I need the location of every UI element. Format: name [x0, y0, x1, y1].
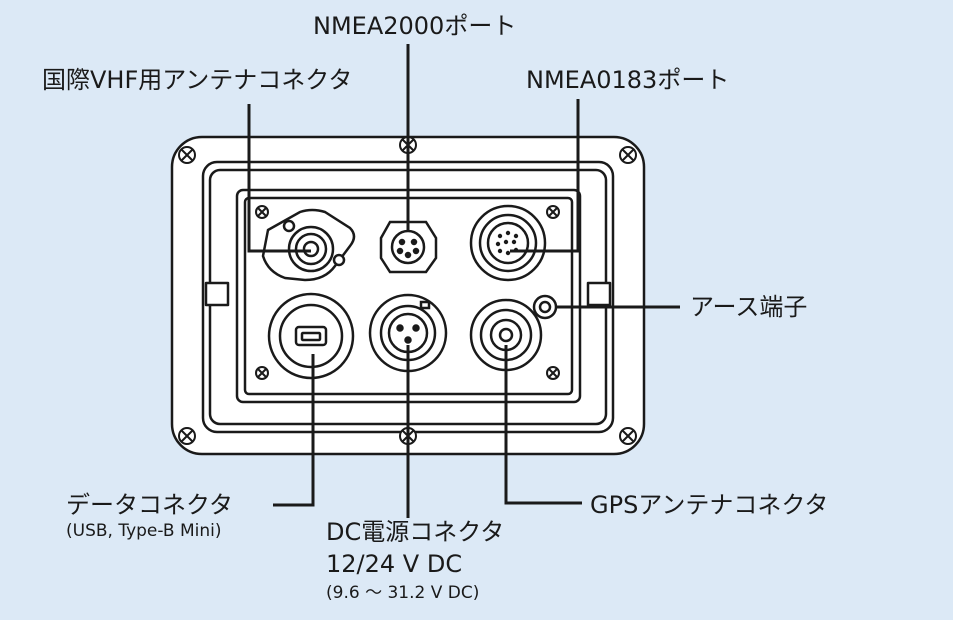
gps-antenna-connector: [469, 298, 543, 372]
leader-nmea0183: [510, 99, 580, 253]
label-dc-voltage: 12/24 V DC: [326, 550, 463, 578]
dc-power-connector: [368, 293, 448, 373]
label-dc-connector: DC電源コネクタ: [326, 518, 505, 546]
label-vhf-antenna: 国際VHF用アンテナコネクタ: [42, 66, 353, 94]
nmea2000-connector: [379, 220, 438, 274]
leader-lines: [247, 44, 680, 518]
leader-data: [273, 354, 315, 507]
plate-screws: [255, 205, 560, 380]
nmea0183-connector: [469, 204, 547, 282]
screw-icon: [619, 146, 637, 164]
screw-icon: [546, 366, 560, 380]
label-nmea0183: NMEA0183ポート: [526, 66, 730, 94]
screw-icon: [178, 427, 196, 445]
screw-icon: [255, 366, 269, 380]
right-tab: [586, 281, 612, 307]
screw-icon: [619, 427, 637, 445]
label-data-connector: データコネクタ: [66, 491, 234, 519]
screw-icon: [546, 205, 560, 219]
vhf-antenna-connector: [261, 208, 356, 282]
leader-gps: [504, 345, 582, 505]
label-dc-range: (9.6 ～ 31.2 V DC): [326, 583, 480, 603]
label-gps-antenna: GPSアンテナコネクタ: [590, 491, 829, 519]
left-tab: [204, 281, 230, 307]
label-ground: アース端子: [690, 293, 808, 321]
leader-vhf: [247, 104, 311, 253]
usb-data-connector: [267, 292, 355, 380]
label-data-connector-sub: (USB, Type-B Mini): [66, 521, 222, 541]
label-nmea2000: NMEA2000ポート: [313, 12, 517, 40]
screw-icon: [255, 205, 269, 219]
ground-terminal: [532, 294, 558, 320]
screw-icon: [178, 146, 196, 164]
